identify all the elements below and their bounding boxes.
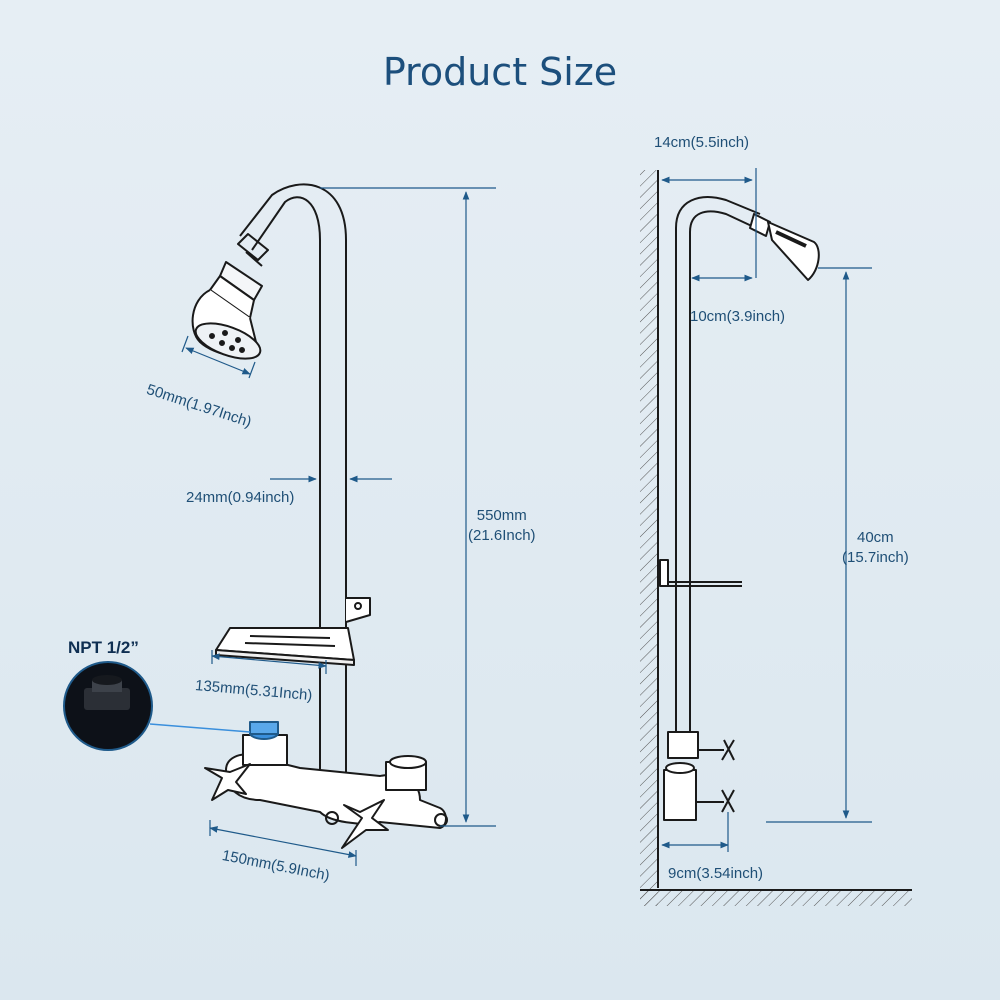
side-dimensions [661, 168, 872, 852]
wall [640, 170, 912, 906]
page-title: Product Size [382, 50, 618, 94]
shower-head [191, 261, 263, 360]
valve-body [225, 734, 448, 829]
left-cross-handle [204, 763, 251, 801]
total-height-in: (21.6Inch) [468, 527, 536, 544]
front-dimensions [181, 187, 496, 866]
base-projection-label: 9cm(3.54inch) [668, 865, 764, 882]
npt-label: NPT 1/2” [68, 638, 139, 657]
soap-dish [215, 627, 355, 666]
head-height-cm: 40cm [857, 529, 894, 546]
side-riser [675, 196, 761, 740]
npt-inset [63, 661, 251, 751]
front-shower-assembly [191, 183, 448, 849]
connector-nut [237, 233, 269, 261]
head-height-in: (15.7inch) [842, 549, 909, 566]
top-projection-label: 14cm(5.5inch) [654, 134, 750, 151]
side-shower-assembly [659, 196, 820, 821]
total-height-label: 550mm (21.6Inch) [468, 506, 536, 546]
side-connector [749, 213, 771, 237]
arm-offset-label: 10cm(3.9inch) [690, 308, 786, 325]
riser-pipe-outer [239, 183, 347, 785]
side-shower-head [767, 221, 820, 281]
head-height-label: 40cm (15.7inch) [842, 528, 909, 568]
pipe-width-label: 24mm(0.94inch) [186, 489, 295, 506]
riser-pipe [251, 196, 321, 785]
total-height-mm: 550mm [476, 507, 527, 524]
